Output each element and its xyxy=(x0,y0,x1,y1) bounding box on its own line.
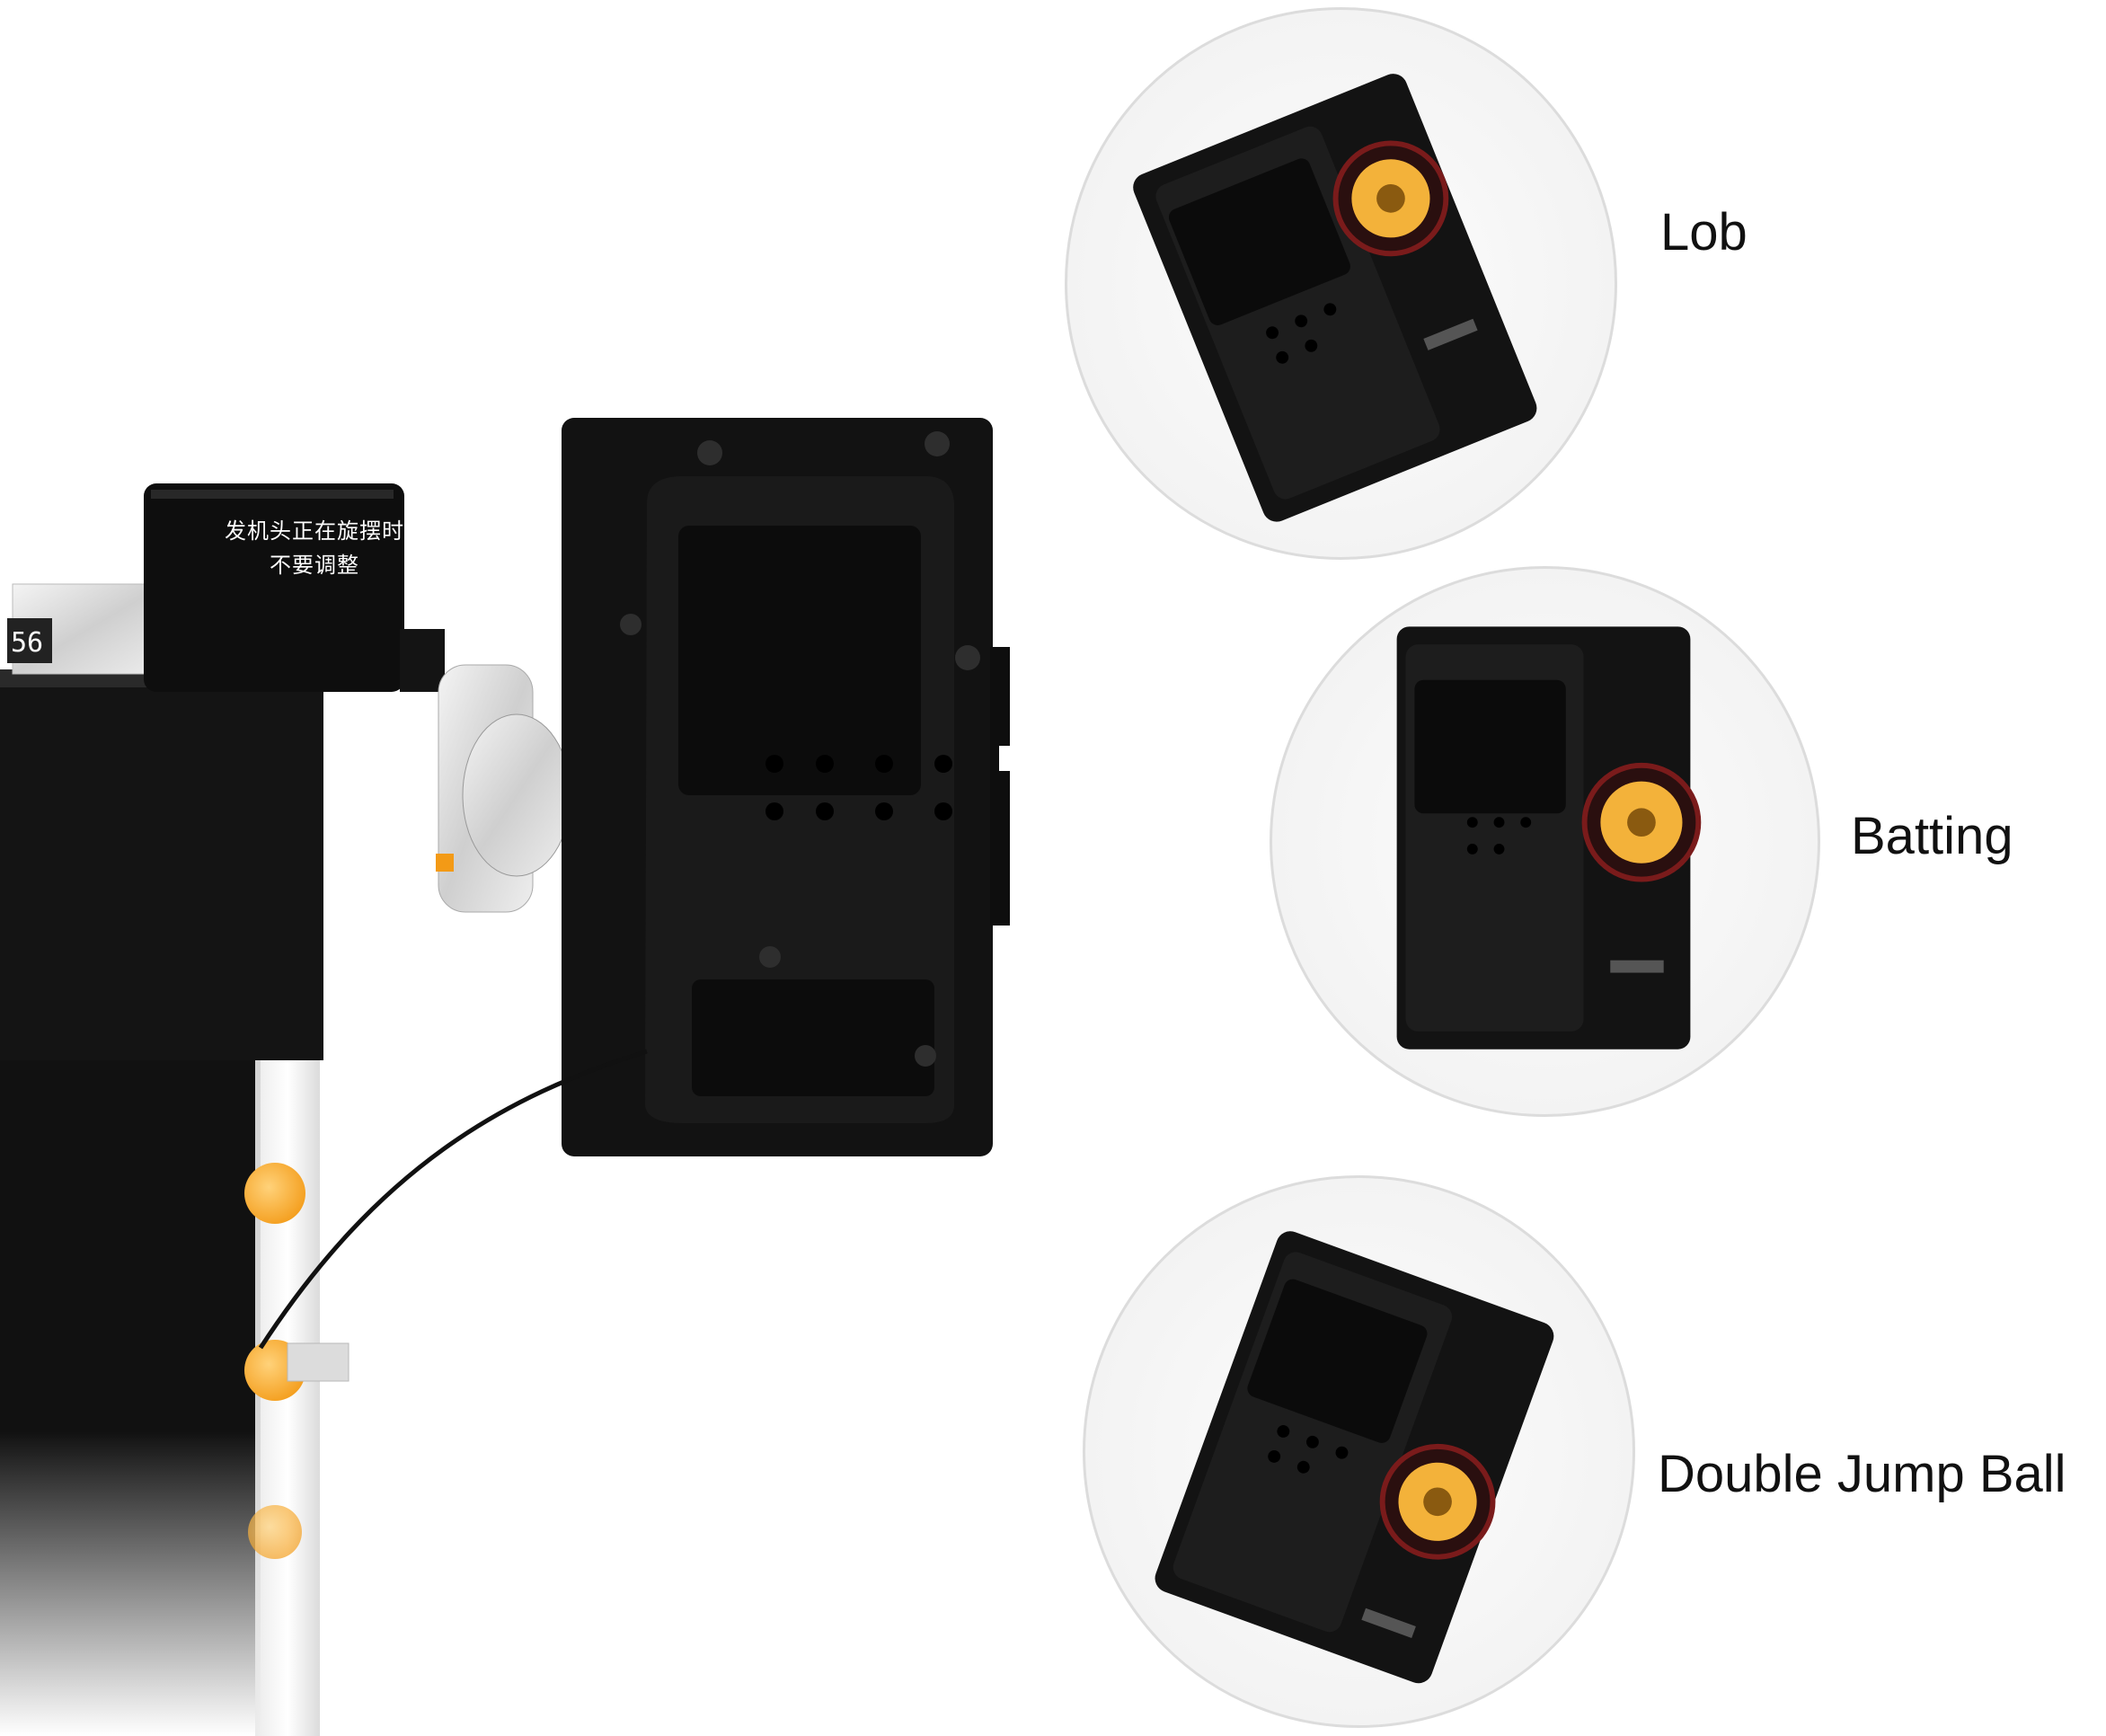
bolt xyxy=(955,645,980,670)
lob-label: Lob xyxy=(1660,203,1748,261)
vent-holes xyxy=(765,755,952,820)
lob-mode-image xyxy=(1065,7,1617,560)
batting-label: Batting xyxy=(1851,807,2013,865)
ball xyxy=(244,1163,305,1224)
base-body xyxy=(0,669,323,1060)
batting-mode-image xyxy=(1270,566,1820,1117)
housing-text-line1: 发机头正在旋摆时 xyxy=(225,518,404,544)
cable xyxy=(258,1049,648,1350)
bolt xyxy=(697,440,722,465)
robot-head-photo: 56 xyxy=(0,418,1012,1736)
ball xyxy=(248,1505,302,1559)
top-housing xyxy=(144,483,404,692)
counter-digits: 56 xyxy=(11,627,43,659)
bolt xyxy=(620,614,642,635)
bolt xyxy=(915,1045,936,1067)
column xyxy=(0,1060,261,1736)
tube-clamp xyxy=(287,1342,350,1382)
housing-warning-text: 发机头正在旋摆时 不要调整 xyxy=(207,514,422,582)
double-jump-ball-mode-image xyxy=(1083,1175,1635,1728)
bolt xyxy=(759,946,781,968)
housing-text-line2: 不要调整 xyxy=(270,553,359,578)
double-jump-ball-label: Double Jump Ball xyxy=(1658,1445,2066,1503)
bolt xyxy=(925,431,950,456)
